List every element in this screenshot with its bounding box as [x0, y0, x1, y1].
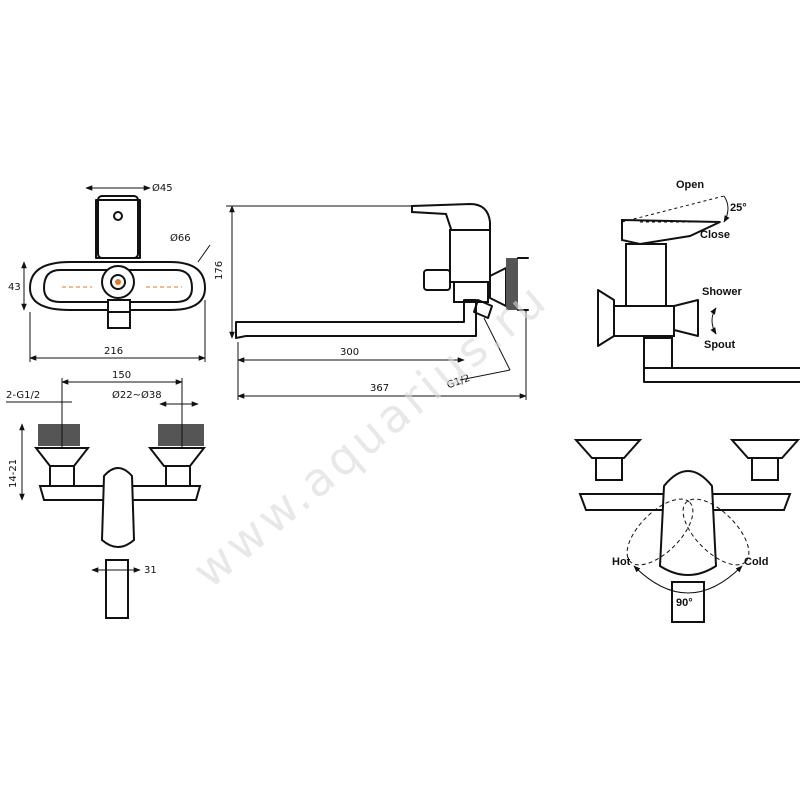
op-body	[625, 243, 667, 307]
dim-width: 216	[104, 346, 123, 357]
front-handle-frame	[95, 199, 141, 259]
side-wall-plate	[506, 258, 518, 310]
dim-leader-thread-2	[459, 369, 511, 381]
bottom-nut-right	[165, 465, 191, 487]
label-spout: Spout	[704, 339, 735, 351]
dim-diameter-range: Ø22~Ø38	[112, 389, 162, 401]
op-eccentric	[613, 305, 675, 337]
op-front-hot-ghost	[626, 498, 694, 566]
dim-total: 367	[370, 383, 389, 394]
operation-front-view: Hot Cold 90°	[573, 439, 800, 623]
op-wall-shell	[597, 289, 615, 347]
op-front-shell-left	[573, 439, 643, 459]
dim-leader-eccentric	[197, 244, 211, 263]
label-angle-25: 25°	[730, 202, 747, 214]
dim-inlet-thread: 2-G1/2	[6, 390, 40, 401]
bottom-outlet	[105, 559, 129, 619]
op-spout-joint	[643, 337, 673, 369]
dim-side-height: 176	[214, 261, 225, 280]
side-lever	[411, 202, 491, 233]
op-lever	[621, 218, 721, 246]
op-front-shell-right	[729, 439, 800, 459]
operation-side-view: Open 25° Close Shower Spout	[597, 179, 800, 383]
bottom-shell-right	[147, 447, 207, 467]
op-spout	[643, 367, 800, 383]
bottom-lever	[100, 467, 136, 548]
dim-center-distance: 150	[112, 370, 131, 381]
side-connector	[453, 281, 489, 303]
dim-height: 43	[8, 282, 21, 293]
op-front-outlet	[671, 581, 705, 623]
side-body	[449, 229, 491, 283]
op-front-lever	[658, 470, 718, 576]
bottom-wall-right	[158, 424, 204, 446]
op-front-nut-left	[595, 457, 623, 481]
label-shower: Shower	[702, 286, 742, 298]
bottom-wall-left	[38, 424, 80, 446]
dim-outlet: 31	[144, 565, 157, 576]
op-angle-arc	[723, 195, 730, 223]
op-diverter	[673, 299, 699, 337]
dim-vertical: 14-21	[8, 459, 19, 488]
front-handle	[97, 195, 139, 259]
front-outlet	[107, 299, 131, 329]
op-front-cold-ghost	[682, 498, 750, 566]
front-body-outline	[29, 261, 206, 311]
side-spout	[235, 299, 477, 339]
front-cartridge-core	[110, 274, 126, 290]
label-hot: Hot	[612, 556, 631, 568]
front-handle-dot	[113, 211, 123, 221]
op-diverter-arrow	[710, 307, 717, 335]
watermark: www.aquarius.ru	[182, 271, 558, 599]
dim-eccentric-diameter: Ø66	[170, 232, 191, 244]
side-shower-connector	[473, 299, 493, 319]
front-view: Ø45 Ø66 43 216	[8, 182, 211, 362]
bottom-view: 150 2-G1/2 Ø22~Ø38 14-21 31	[6, 370, 207, 619]
side-diverter	[423, 269, 451, 291]
op-front-arc	[633, 565, 743, 594]
dim-top-diameter: Ø45	[152, 182, 173, 194]
label-angle-90: 90°	[676, 597, 693, 609]
dim-leader-thread	[483, 317, 511, 371]
bottom-shell-left	[33, 447, 91, 467]
label-open: Open	[676, 179, 704, 191]
front-cartridge-marker	[115, 279, 121, 285]
bottom-nut-left	[49, 465, 75, 487]
front-body-inner	[43, 269, 193, 303]
dim-spout: 300	[340, 347, 359, 358]
op-front-nut-right	[751, 457, 779, 481]
op-lever-open-line	[621, 195, 725, 223]
label-cold: Cold	[744, 556, 768, 568]
label-close: Close	[700, 229, 730, 241]
